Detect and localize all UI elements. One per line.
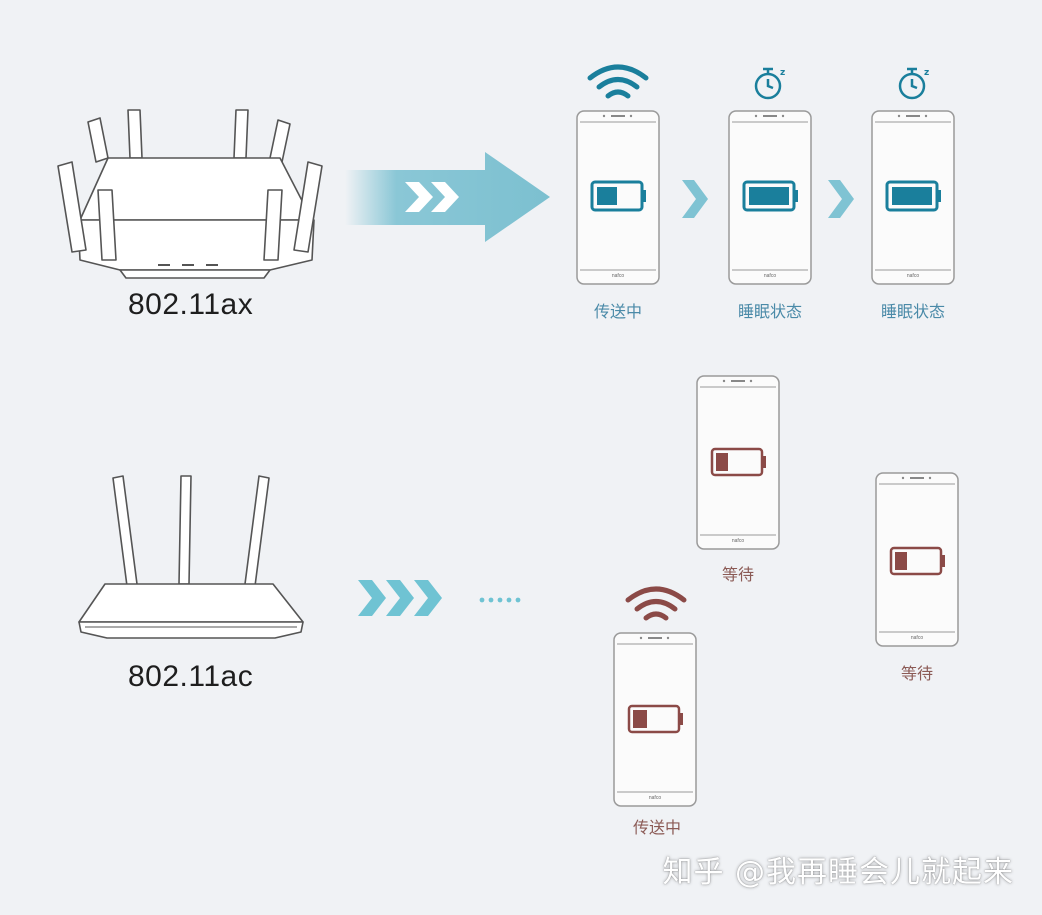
wifi-icon — [625, 586, 687, 621]
phone-brand: nafco — [763, 273, 777, 279]
ac-status-3: 传送中 — [632, 818, 681, 837]
ax-transfer-arrow — [345, 152, 550, 242]
ax-router-label: 802.11ax — [128, 288, 254, 321]
phone-brand: nafco — [906, 273, 920, 279]
ac-status-2: 等待 — [900, 664, 933, 683]
ax-status-3: 睡眠状态 — [880, 302, 945, 321]
ac-router-illustration — [78, 475, 304, 639]
ax-small-arrow-1 — [682, 180, 708, 218]
ac-router-label: 802.11ac — [128, 660, 254, 693]
ax-status-2: 睡眠状态 — [737, 302, 802, 321]
sleep-timer-icon: z — [754, 67, 785, 100]
svg-text:z: z — [924, 68, 929, 78]
ac-chevron-arrows — [358, 580, 442, 616]
sleep-timer-icon: z — [898, 67, 929, 100]
phone-brand: nafco — [648, 795, 662, 801]
ax-router-illustration — [57, 109, 323, 279]
ac-phone-1: nafco — [696, 375, 780, 555]
ax-small-arrow-2 — [828, 180, 854, 218]
wifi-icon — [587, 64, 649, 99]
phone-brand: nafco — [611, 273, 625, 279]
ac-phone-2: nafco — [875, 472, 959, 652]
svg-text:z: z — [780, 68, 785, 78]
ax-status-1: 传送中 — [593, 302, 642, 321]
ax-phone-1: nafco — [576, 110, 660, 290]
ac-dotted-line — [479, 597, 521, 603]
ac-phone-3: nafco — [613, 632, 697, 812]
phone-brand: nafco — [731, 538, 745, 544]
ax-phone-3: nafco — [871, 110, 955, 290]
ac-status-1: 等待 — [721, 565, 754, 584]
ax-phone-2: nafco — [728, 110, 812, 290]
watermark: 知乎 @我再睡会儿就起来 — [662, 855, 1014, 890]
phone-brand: nafco — [910, 635, 924, 641]
